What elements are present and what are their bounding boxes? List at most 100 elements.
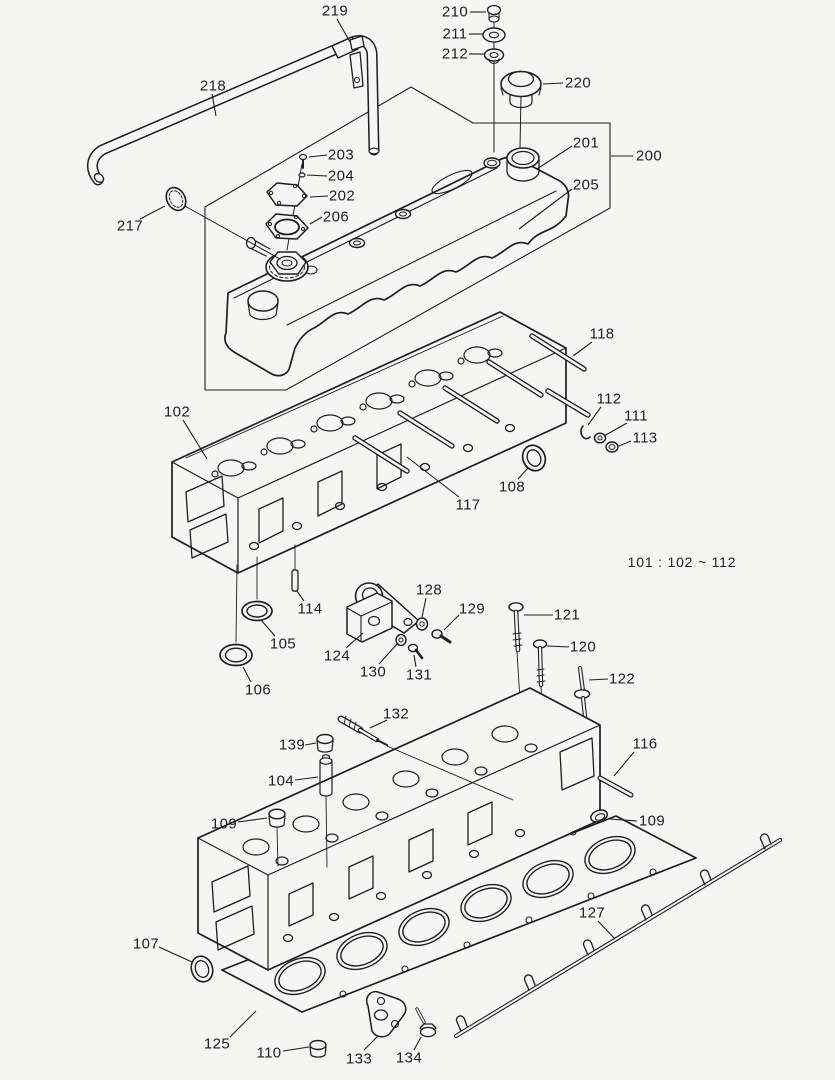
leader-203 (308, 154, 328, 158)
leader-107 (158, 946, 193, 963)
leader-220 (542, 82, 564, 85)
callout-113: 113 (632, 429, 658, 447)
callout-133: 133 (345, 1050, 373, 1068)
leader-112 (587, 406, 602, 426)
leader-108 (517, 467, 529, 480)
leader-127 (597, 920, 616, 940)
oil-filler-cap-art (500, 70, 542, 149)
leader-114 (296, 590, 305, 602)
leader-110 (282, 1046, 310, 1052)
callout-118: 118 (589, 325, 615, 343)
leader-113 (618, 440, 632, 447)
leader-122 (588, 678, 609, 681)
callout-134: 134 (395, 1049, 423, 1067)
leader-125 (229, 1010, 257, 1038)
small-parts-111-112-113-art (580, 425, 619, 453)
leader-109-right (609, 818, 638, 822)
leader-202 (309, 195, 329, 198)
leader-118 (572, 341, 593, 357)
leader-111 (603, 422, 628, 437)
valve-cover-art (224, 147, 570, 377)
leader-124 (345, 632, 364, 649)
callout-106: 106 (244, 681, 272, 699)
head-studs-117-118 (352, 333, 591, 474)
leader-219 (336, 18, 351, 43)
pin-and-seals-art (219, 544, 299, 667)
detail-box-200 (204, 86, 611, 391)
callout-117: 117 (455, 496, 481, 514)
callout-131: 131 (405, 666, 433, 684)
callout-112: 112 (596, 390, 622, 408)
leader-102 (182, 419, 208, 460)
callout-120: 120 (569, 638, 597, 656)
callout-111: 111 (623, 407, 649, 425)
leader-131 (413, 654, 417, 668)
leader-109-left (237, 817, 268, 823)
callout-122: 122 (608, 670, 636, 688)
leader-139 (304, 742, 317, 746)
leader-201 (536, 145, 573, 170)
leader-205 (518, 188, 573, 230)
leader-130 (378, 642, 399, 665)
leader-129 (443, 614, 460, 631)
leader-206 (309, 216, 323, 225)
leader-117 (406, 456, 460, 498)
cylinder-head-lower-art (197, 687, 634, 971)
leader-116 (613, 751, 635, 777)
leader-218 (211, 93, 217, 117)
callout-105: 105 (269, 635, 297, 653)
leader-104 (294, 776, 319, 781)
callout-219: 219 (321, 2, 349, 20)
leader-217 (139, 205, 166, 220)
sealing-plug-stack-art (482, 4, 506, 153)
callout-212: 212 (441, 45, 469, 63)
callout-206: 206 (322, 208, 350, 226)
callout-211: 211 (442, 25, 468, 43)
callout-128: 128 (415, 581, 443, 599)
callout-121: 121 (553, 606, 581, 624)
callout-108: 108 (498, 478, 526, 496)
breather-fitting-stack-art (265, 153, 309, 251)
callout-125: 125 (203, 1035, 231, 1053)
leader-lines (139, 11, 638, 1052)
callout-102: 102 (163, 403, 191, 421)
callout-218: 218 (199, 77, 227, 95)
callout-114: 114 (297, 600, 323, 618)
callout-127: 127 (578, 904, 606, 922)
leader-128 (421, 597, 427, 618)
hose-clamp-219 (331, 35, 365, 89)
seal-107-plug-110-art (190, 955, 327, 1058)
callout-130: 130 (359, 663, 387, 681)
leader-134 (413, 1036, 422, 1051)
water-outlet-plate-art (366, 990, 437, 1038)
callout-200: 200 (635, 147, 663, 165)
callout-217: 217 (116, 217, 144, 235)
callout-139: 139 (278, 736, 306, 754)
callout-104: 104 (267, 772, 295, 790)
clamp-rail-art (453, 833, 783, 1039)
callout-132: 132 (382, 705, 410, 723)
callout-205: 205 (572, 176, 600, 194)
leader-106 (242, 666, 252, 683)
callout-129: 129 (458, 600, 486, 618)
callout-116: 116 (632, 735, 658, 753)
lifting-bracket-art (346, 582, 452, 660)
callout-204: 204 (327, 167, 355, 185)
callout-202: 202 (328, 187, 356, 205)
leader-120 (546, 645, 570, 648)
head-gasket-art (221, 815, 697, 1013)
glow-plug-and-guides-art (268, 715, 514, 868)
callout-220: 220 (564, 74, 592, 92)
breather-pipe-art (87, 35, 380, 186)
leader-204 (306, 174, 328, 177)
callout-203: 203 (327, 146, 355, 164)
hose-clamp-217-art (165, 186, 281, 260)
callout-110: 110 (256, 1044, 282, 1062)
callout-210: 210 (441, 3, 469, 21)
callout-107: 107 (132, 935, 160, 953)
callout-109-right: 109 (638, 812, 666, 830)
callout-124: 124 (323, 647, 351, 665)
figure-note: 101 : 102 ~ 112 (627, 554, 737, 570)
leader-132 (369, 719, 388, 729)
